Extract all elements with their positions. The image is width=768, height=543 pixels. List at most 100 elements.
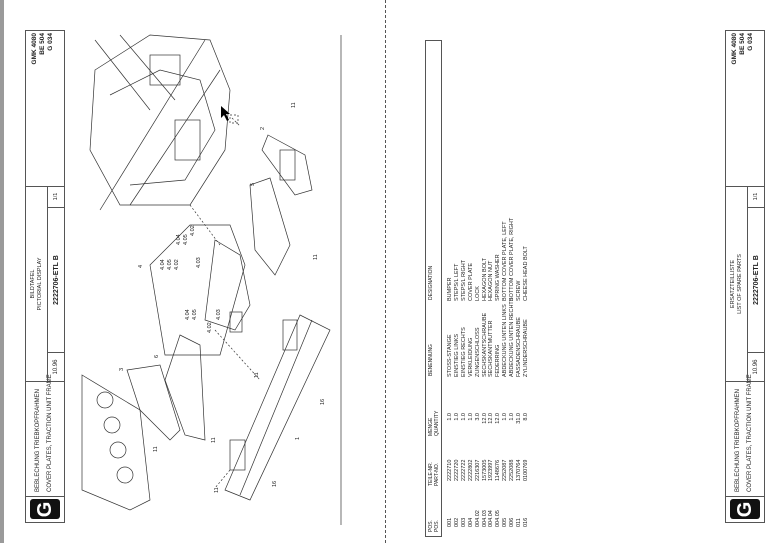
cell-part-number: 1148676 (495, 459, 502, 481)
doc-date: 10.96 (748, 352, 764, 381)
cell-part-number: 2216307 (474, 459, 481, 481)
frame-assembly (89, 34, 231, 211)
cell-benennung: ABDECKUNG UNTEN RECHTS (509, 297, 516, 377)
cell-part-number: 2222802 (467, 459, 474, 481)
group: BE 504 (39, 33, 46, 55)
title-german: BEBLECHUNG TRIEBKOPFRAHMEN (735, 389, 741, 492)
callout-2: 2 (260, 127, 266, 130)
callout-4-04: 4.04 (160, 259, 166, 270)
callout-4-03: 4.03 (196, 257, 202, 268)
cell-part-number: 1573005 (481, 459, 488, 481)
cell-designation: CHEESE HEAD BOLT (522, 246, 529, 301)
company-logo: G (726, 496, 764, 522)
callout-4: 4 (138, 265, 144, 268)
exploded-view-drawing: 11 2 5 11 4 6 3 11 11 11 16 1 16 11 4.04… (81, 34, 342, 525)
model: GMK 4080 (731, 33, 738, 65)
title-english: COVER PLATES, TRACTION UNIT FRAME (47, 374, 53, 492)
callout-11: 11 (254, 372, 260, 378)
cell-designation: BOTTOM COVER PLATE, RIGHT (509, 217, 516, 301)
bottom-cover-5 (249, 177, 291, 276)
cell-quantity: 1.0 (509, 413, 516, 421)
cell-benennung: ZUNGENSCHLOSS (474, 327, 481, 377)
header-quantity-en: QUANTITY (434, 410, 440, 436)
cell-pos: 004.02 (474, 510, 481, 527)
cell-quantity: 3.0 (474, 413, 481, 421)
group: BE 504 (739, 33, 746, 55)
cell-benennung: STOSS-STANGE (447, 334, 453, 377)
cell-pos: 004 (467, 517, 474, 527)
callout-4-05: 4.05 (183, 234, 189, 245)
steps-3 (126, 364, 181, 441)
mouse-cursor-icon (221, 106, 230, 121)
callout-5: 5 (250, 183, 256, 186)
cell-part-number: 2222720 (453, 459, 460, 481)
sheet-number: 1/1 (753, 192, 759, 201)
cell-pos: 004.05 (495, 510, 502, 527)
cell-part-number: 2222722 (460, 459, 467, 481)
sheet-number: 1/1 (53, 192, 59, 201)
doc-type-german: BILDTAFEL (30, 269, 36, 299)
header-designation: DESIGNATION (428, 265, 434, 300)
cover-plate-4 (149, 224, 251, 356)
table-row: 004.02 2216307 3.0 ZUNGENSCHLOSS LOCK (475, 40, 482, 537)
model: GMK 4080 (31, 33, 38, 65)
cell-part-number: 2252087 (502, 459, 509, 481)
bottom-cover-6 (164, 334, 206, 441)
cell-designation: STEPS/L RIGHT (460, 259, 467, 301)
cell-part-number: 2222710 (447, 459, 453, 481)
callout-4-05: 4.05 (192, 309, 198, 320)
cell-benennung: SECHSKANTSCHRAUBE (481, 312, 488, 377)
doc-date: 10.96 (48, 352, 64, 381)
cell-designation: HEXAGON BOLT (481, 258, 488, 301)
callout-3: 3 (119, 368, 125, 371)
callout-1: 1 (295, 437, 301, 440)
steps-2 (261, 134, 313, 196)
cell-designation: LOCK (474, 286, 481, 301)
callout-labels: 11 2 5 11 4 6 3 11 11 11 16 1 16 11 4.04… (119, 102, 326, 493)
callout-11: 11 (211, 437, 217, 443)
logo-letter: G (30, 499, 60, 520)
page-code: G 034 (47, 33, 54, 51)
callout-6: 6 (154, 355, 160, 358)
cell-quantity: 1.0 (460, 413, 467, 421)
cell-designation: SPRING WASHER (495, 254, 502, 301)
logo-letter: G (730, 499, 760, 520)
callout-4-02: 4.02 (174, 259, 180, 270)
cell-pos: 004.03 (481, 510, 488, 527)
callout-4-04: 4.04 (185, 309, 191, 320)
cell-pos: 016 (522, 517, 529, 527)
cell-quantity: 1.0 (502, 413, 509, 421)
cell-pos: 002 (453, 517, 460, 527)
cell-pos: 003 (460, 517, 467, 527)
callout-4-04: 4.04 (176, 234, 182, 245)
doc-type-english: PICTORIAL DISPLAY (37, 257, 43, 311)
cell-designation: COVER PLATE (467, 262, 474, 301)
cell-benennung: FASSADENSCHRAUBE (516, 317, 522, 377)
cell-pos: 001 (447, 517, 453, 527)
cell-designation: STEPS/L LEFT (453, 263, 460, 301)
cell-quantity: 1.0 (467, 413, 474, 421)
cell-quantity: 8.0 (522, 413, 529, 421)
doc-number: 2222706-ETL B (48, 207, 64, 352)
cell-designation: HEXAGON NUT (488, 260, 495, 301)
cell-part-number: 1370764 (516, 459, 522, 481)
cell-part-number: 2252088 (509, 459, 516, 481)
